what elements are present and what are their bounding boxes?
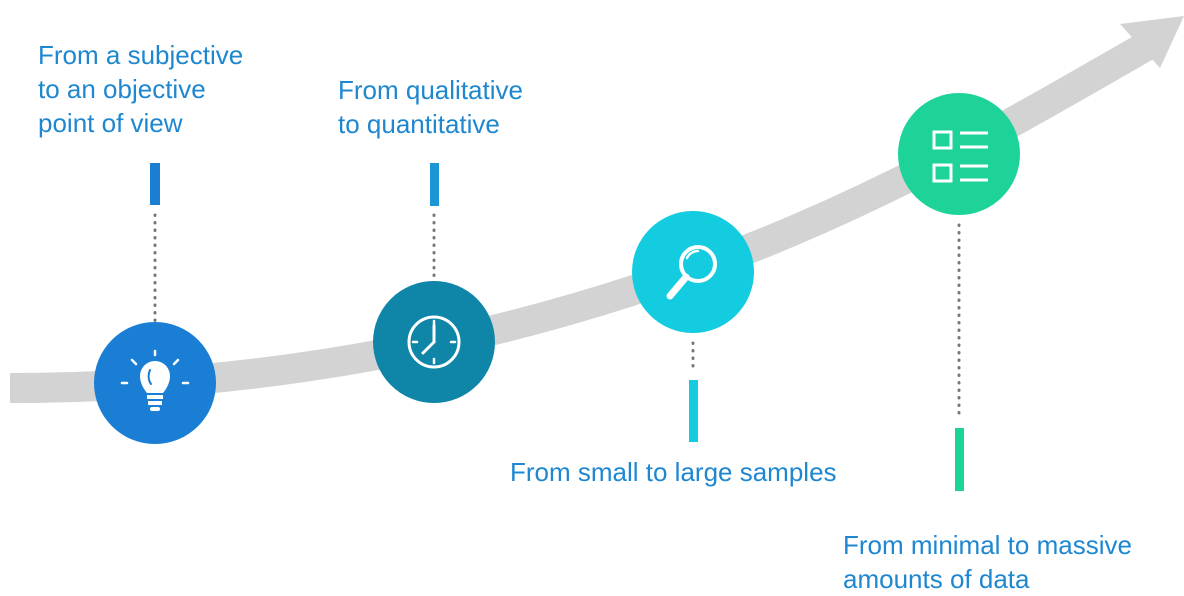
milestone-2-label: From qualitative to quantitative: [338, 75, 523, 139]
milestone-3: [632, 211, 754, 442]
milestone-1-bar: [150, 163, 160, 205]
milestone-4-circle: [898, 93, 1020, 215]
milestone-3-bar: [689, 380, 698, 442]
milestone-2: [373, 163, 495, 403]
lightbulb-icon: [120, 349, 190, 411]
milestone-1-label: From a subjective to an objective point …: [38, 40, 244, 138]
arrow-head: [1120, 16, 1184, 68]
milestone-1: [94, 163, 216, 444]
milestone-2-bar: [430, 163, 439, 206]
milestone-4: [898, 93, 1020, 491]
milestone-3-label: From small to large samples: [510, 457, 837, 487]
magnifier-icon: [666, 245, 717, 300]
milestone-4-bar: [955, 428, 964, 491]
milestone-3-circle: [632, 211, 754, 333]
checklist-icon: [932, 130, 988, 183]
milestone-4-label: From minimal to massive amounts of data: [843, 530, 1132, 594]
clock-icon: [407, 315, 461, 369]
